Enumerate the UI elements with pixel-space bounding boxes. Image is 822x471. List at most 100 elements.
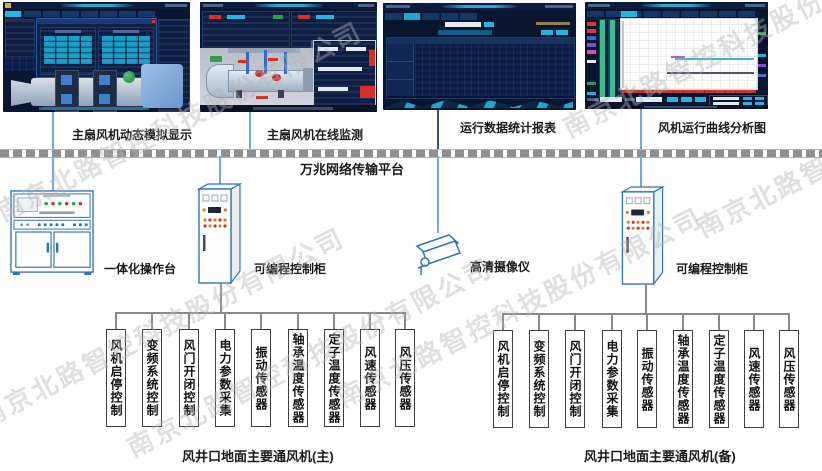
- mini-panel-caption: [55, 30, 81, 33]
- control-label: [625, 98, 635, 101]
- duct-foot: [236, 90, 242, 98]
- mini-footer: [200, 105, 377, 112]
- mini-header-text: [745, 4, 765, 7]
- stub: [574, 314, 576, 330]
- watermark-text: 南京北路智控科技股份有限公司: [122, 252, 498, 464]
- screen-simulation-thumbnail: [3, 2, 190, 112]
- right-tag-purple: [758, 64, 766, 67]
- mini-footer-text: [253, 107, 333, 110]
- mini-table-header: [387, 38, 574, 44]
- alarm-tag: [268, 58, 278, 61]
- curve-line-dark: [667, 72, 755, 75]
- mini-export-button: [541, 30, 553, 35]
- mini-title-bar: [60, 4, 133, 7]
- mini-title-bar: [641, 4, 712, 7]
- mini-input: [713, 97, 739, 100]
- stub: [115, 313, 117, 330]
- camera-label: 高清摄像仪: [470, 260, 531, 274]
- stub: [151, 313, 153, 330]
- fan-diffuser-box: [141, 64, 183, 108]
- legend-swatch-blue: [587, 36, 596, 40]
- fan-motor-icon: [99, 75, 110, 85]
- mini-logo-icon: [5, 3, 11, 8]
- mini-header-text: [588, 4, 610, 7]
- right-tag-blue: [758, 74, 766, 77]
- connector-monitoring: [249, 112, 251, 149]
- fan-motor-icon: [61, 75, 72, 85]
- stub: [753, 314, 755, 330]
- module-wind-pressure-sensor: 风压传感器: [779, 330, 799, 428]
- mini-button: [681, 97, 692, 102]
- fan-motor-icon: [99, 94, 110, 104]
- module-power-acquisition: 电力参数采集: [602, 330, 622, 428]
- mini-panel-caption: [113, 30, 139, 33]
- module-stator-temp-sensor: 定子温度传感器: [709, 330, 729, 428]
- control-label: [587, 98, 599, 101]
- ok-chip: [273, 15, 283, 19]
- mini-dialog-titlebar: [37, 19, 156, 24]
- mini-button: [695, 97, 706, 102]
- screen-label-monitoring: 主扇风机在线监测: [267, 128, 364, 142]
- plc-left-label: 可编程控制柜: [254, 262, 327, 276]
- stub: [297, 313, 299, 330]
- mini-plot-area: [620, 18, 758, 90]
- mini-header-text: [545, 5, 573, 8]
- value-cell: [318, 67, 362, 71]
- trunk-right: [645, 284, 647, 314]
- drop-camera: [437, 156, 439, 233]
- stub: [404, 313, 406, 330]
- screen-label-curve: 风机运行曲线分析图: [658, 121, 767, 135]
- mini-print-button: [556, 30, 568, 35]
- right-tag-green: [758, 32, 766, 35]
- module-fan-start-stop: 风机启停控制: [493, 330, 513, 428]
- plot-y-axis: [622, 21, 624, 89]
- mini-table: [386, 37, 575, 99]
- mini-dialog-panel-right: [98, 27, 154, 75]
- mini-input: [713, 102, 739, 105]
- module-bearing-temp-sensor: 轴承温度传感器: [673, 330, 693, 428]
- mini-dialog: [36, 18, 157, 78]
- module-power-acquisition: 电力参数采集: [215, 329, 235, 427]
- alarm-chip: [298, 15, 310, 19]
- mini-input: [600, 97, 622, 102]
- mini-header-text: [165, 4, 187, 7]
- value-cell: [318, 87, 348, 91]
- alarm-tag: [238, 60, 248, 63]
- stub: [788, 314, 790, 330]
- stub: [538, 314, 540, 330]
- legend-swatch-green: [587, 82, 596, 85]
- mini-button: [755, 102, 764, 105]
- value-cell: [318, 47, 338, 51]
- mini-button: [743, 97, 752, 100]
- mini-active-tab: [621, 11, 637, 17]
- mini-button: [743, 102, 752, 105]
- alarm-block: [360, 86, 375, 98]
- module-stator-temp-sensor: 定子温度传感器: [324, 329, 344, 427]
- duct-pipe-end: [303, 68, 313, 92]
- screen-label-simulation: 主扇风机动态模拟显示: [72, 128, 193, 142]
- module-vfd-control: 变频系统控制: [529, 330, 549, 428]
- connector-curve: [640, 109, 642, 149]
- curve-line-cyan: [675, 58, 755, 61]
- duct-pipe: [228, 70, 312, 92]
- console-label: 一体化操作台: [104, 262, 177, 276]
- mini-active-tab: [404, 13, 420, 20]
- connector-report: [437, 110, 439, 149]
- mini-table-body: [387, 44, 574, 96]
- mini-x-tick-labels: [622, 90, 756, 93]
- value-cell: [346, 47, 366, 51]
- screen-monitoring-thumbnail: [200, 2, 377, 112]
- status-chip: [227, 15, 245, 19]
- trunk-left: [220, 284, 222, 313]
- mini-footer-text: [643, 106, 717, 108]
- mini-footer: [585, 105, 768, 109]
- stub: [333, 313, 335, 330]
- stub: [718, 314, 720, 330]
- mini-header: [200, 2, 377, 9]
- ok-chip: [210, 56, 222, 62]
- alarm-block: [369, 50, 375, 66]
- mini-button-grid: [44, 36, 92, 64]
- plc-cabinet-left: [196, 183, 243, 285]
- stub: [611, 314, 613, 330]
- module-wind-speed-sensor: 风速传感器: [744, 330, 764, 428]
